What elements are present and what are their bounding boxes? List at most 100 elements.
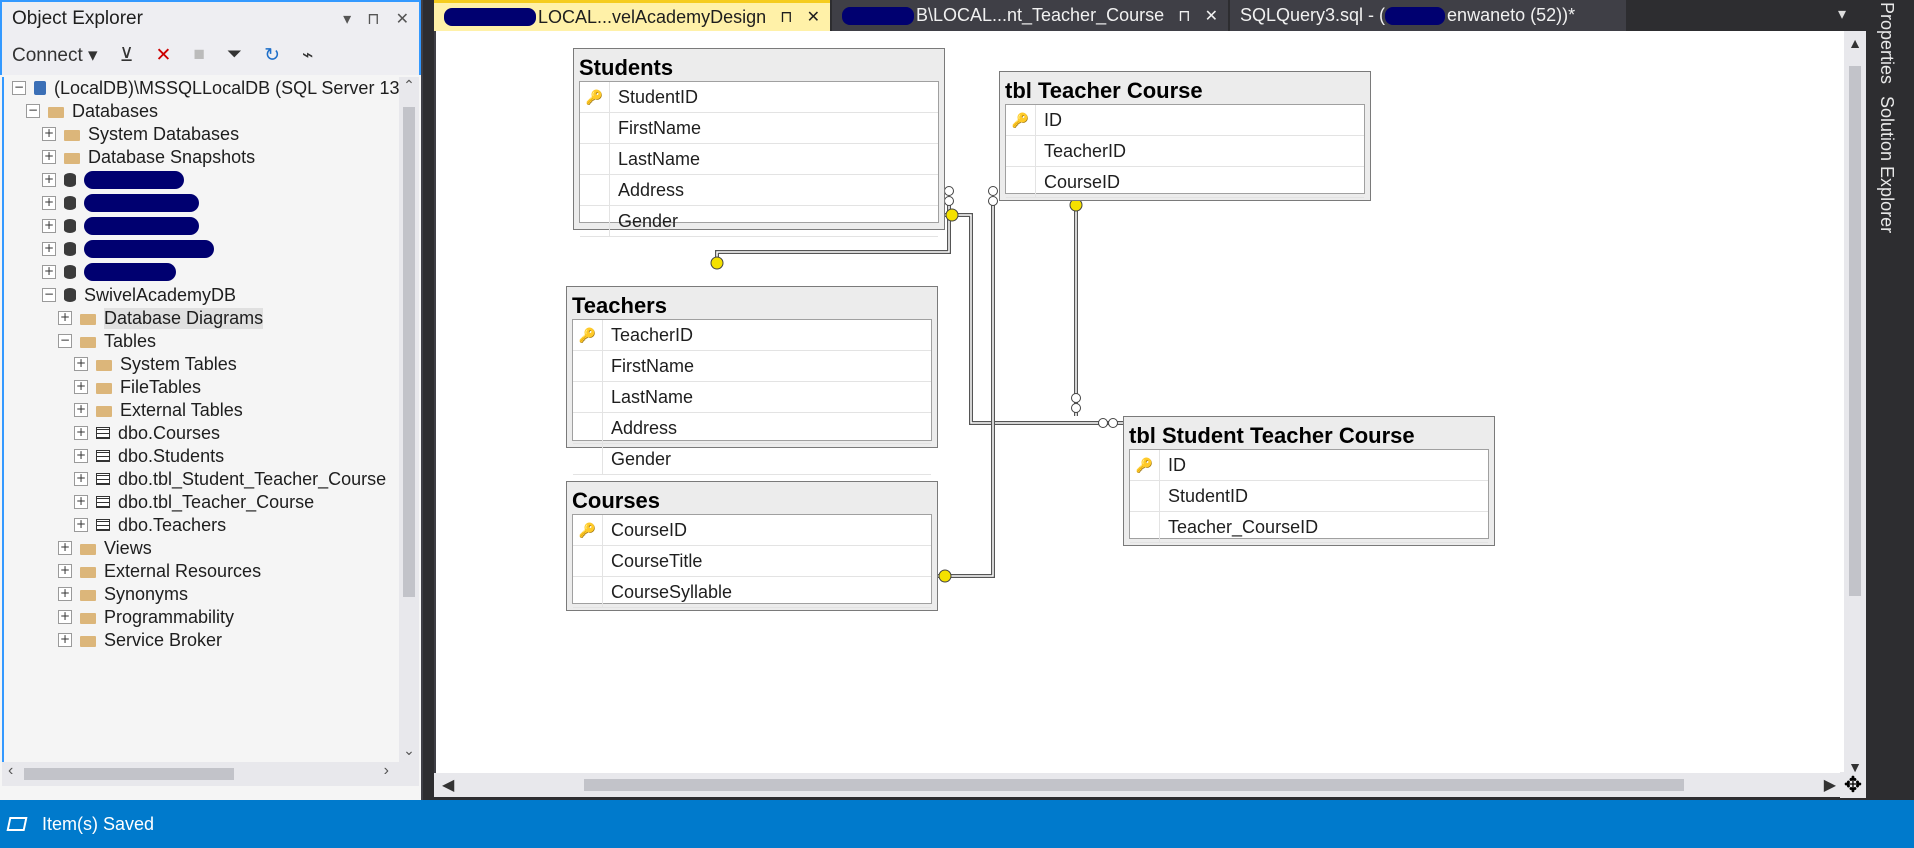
expand-icon[interactable]: +	[42, 172, 56, 187]
close-icon[interactable]: ✕	[1204, 7, 1218, 25]
tree-node[interactable]: +	[42, 213, 199, 239]
panel-menu-icon[interactable]: ▾	[343, 10, 352, 28]
connect-plug-icon[interactable]: ⊻	[119, 44, 134, 66]
column-row[interactable]: 🔑CourseID	[573, 515, 931, 546]
scroll-thumb[interactable]	[584, 779, 1684, 791]
expand-icon[interactable]: +	[58, 586, 72, 601]
tree-node[interactable]: +Database Diagrams	[58, 305, 264, 331]
column-row[interactable]: CourseSyllable	[573, 577, 931, 608]
scroll-thumb[interactable]	[1849, 66, 1861, 596]
collapse-icon[interactable]: −	[26, 103, 40, 118]
column-row[interactable]: LastName	[580, 144, 938, 175]
tree-node[interactable]: +FileTables	[74, 374, 201, 400]
column-row[interactable]: FirstName	[573, 351, 931, 382]
tree-node[interactable]: +Service Broker	[58, 627, 222, 653]
expand-icon[interactable]: +	[74, 356, 88, 371]
table-title[interactable]: tbl Teacher Course	[1005, 78, 1203, 103]
tree-node[interactable]: +Database Snapshots	[42, 144, 255, 170]
table-title[interactable]: tbl Student Teacher Course	[1129, 423, 1415, 448]
pin-icon[interactable]: ⊓	[367, 10, 380, 28]
column-row[interactable]: StudentID	[1130, 481, 1488, 512]
tree-node[interactable]: +	[42, 259, 176, 285]
expand-icon[interactable]: +	[58, 609, 72, 624]
expand-icon[interactable]: +	[42, 126, 56, 141]
column-row[interactable]: 🔑TeacherID	[573, 320, 931, 351]
close-icon[interactable]: ✕	[395, 10, 409, 28]
column-row[interactable]: Address	[580, 175, 938, 206]
refresh-icon[interactable]: ↻	[264, 44, 281, 66]
close-icon[interactable]: ✕	[806, 9, 820, 26]
column-row[interactable]: Address	[573, 413, 931, 444]
expand-icon[interactable]: +	[58, 310, 72, 325]
connect-button[interactable]: Connect ▾	[12, 44, 98, 66]
expand-icon[interactable]: +	[58, 563, 72, 578]
filter-icon[interactable]: ⏷	[226, 44, 243, 65]
expand-icon[interactable]: +	[58, 632, 72, 647]
scroll-down-icon[interactable]: ⌄	[403, 742, 415, 758]
table-title[interactable]: Teachers	[572, 293, 667, 318]
column-row[interactable]: CourseID	[1006, 167, 1364, 198]
column-row[interactable]: 🔑ID	[1006, 105, 1364, 136]
expand-icon[interactable]: +	[74, 494, 88, 509]
tab-overflow-icon[interactable]: ▾	[1837, 6, 1846, 23]
diagram-vertical-scrollbar[interactable]: ▲ ▼	[1844, 31, 1866, 783]
column-row[interactable]: CourseTitle	[573, 546, 931, 577]
tab-sqlquery[interactable]: SQLQuery3.sql - ( enwaneto (52))*	[1230, 0, 1626, 31]
column-row[interactable]: 🔑StudentID	[580, 82, 938, 113]
tree-node[interactable]: +Programmability	[58, 604, 234, 630]
expand-icon[interactable]: +	[42, 264, 56, 279]
move-icon[interactable]: ✥	[1840, 772, 1866, 798]
expand-icon[interactable]: +	[42, 149, 56, 164]
disconnect-icon[interactable]: ✕	[155, 44, 172, 66]
stop-icon[interactable]: ■	[193, 44, 205, 65]
tree-node[interactable]: −(LocalDB)\MSSQLLocalDB (SQL Server 13.0…	[12, 77, 419, 101]
tree-node[interactable]: −SwivelAcademyDB	[42, 282, 236, 308]
properties-tab[interactable]: Properties	[1877, 2, 1897, 85]
object-explorer-horizontal-scrollbar[interactable]: ‹ ›	[2, 762, 419, 786]
expand-icon[interactable]: +	[74, 517, 88, 532]
expand-icon[interactable]: +	[74, 379, 88, 394]
scroll-right-icon[interactable]: ▶	[1823, 777, 1836, 794]
column-row[interactable]: LastName	[573, 382, 931, 413]
pin-icon[interactable]: ⊓	[780, 9, 793, 26]
tree-node[interactable]: +System Tables	[74, 351, 237, 377]
collapse-icon[interactable]: −	[58, 333, 72, 348]
table-title[interactable]: Students	[579, 55, 674, 80]
expand-icon[interactable]: +	[74, 402, 88, 417]
scroll-down-icon[interactable]: ▼	[1848, 759, 1862, 775]
activity-monitor-icon[interactable]: ⌁	[302, 44, 314, 66]
diagram-horizontal-scrollbar[interactable]: ◀ ▶	[434, 773, 1844, 797]
tab-teacher-course[interactable]: B\LOCAL...nt_Teacher_Course ⊓ ✕	[832, 0, 1228, 31]
tree-node[interactable]: +dbo.tbl_Student_Teacher_Course	[74, 466, 386, 492]
tree-node[interactable]: +Synonyms	[58, 581, 188, 607]
tree-node[interactable]: +Views	[58, 535, 152, 561]
column-row[interactable]: FirstName	[580, 113, 938, 144]
solution-explorer-tab[interactable]: Solution Explorer	[1877, 96, 1897, 234]
tree-node[interactable]: +dbo.tbl_Teacher_Course	[74, 489, 314, 515]
table-title[interactable]: Courses	[572, 488, 661, 513]
expand-icon[interactable]: +	[74, 448, 88, 463]
column-row[interactable]: Gender	[580, 206, 938, 237]
collapse-icon[interactable]: −	[12, 80, 26, 95]
tree-node[interactable]: −Tables	[58, 328, 156, 354]
tree-node[interactable]: +External Tables	[74, 397, 243, 423]
object-explorer-vertical-scrollbar[interactable]: ⌃ ⌄	[399, 77, 419, 762]
scroll-left-icon[interactable]: ‹	[8, 762, 14, 779]
expand-icon[interactable]: +	[42, 218, 56, 233]
tree-node[interactable]: +dbo.Students	[74, 443, 224, 469]
expand-icon[interactable]: +	[42, 241, 56, 256]
scroll-up-icon[interactable]: ▲	[1848, 35, 1862, 51]
tree-node[interactable]: −Databases	[26, 98, 158, 124]
tree-node[interactable]: +	[42, 236, 214, 262]
column-row[interactable]: 🔑ID	[1130, 450, 1488, 481]
scroll-thumb[interactable]	[24, 768, 234, 780]
scroll-up-icon[interactable]: ⌃	[403, 77, 415, 93]
column-row[interactable]: TeacherID	[1006, 136, 1364, 167]
tree-node[interactable]: +dbo.Courses	[74, 420, 220, 446]
